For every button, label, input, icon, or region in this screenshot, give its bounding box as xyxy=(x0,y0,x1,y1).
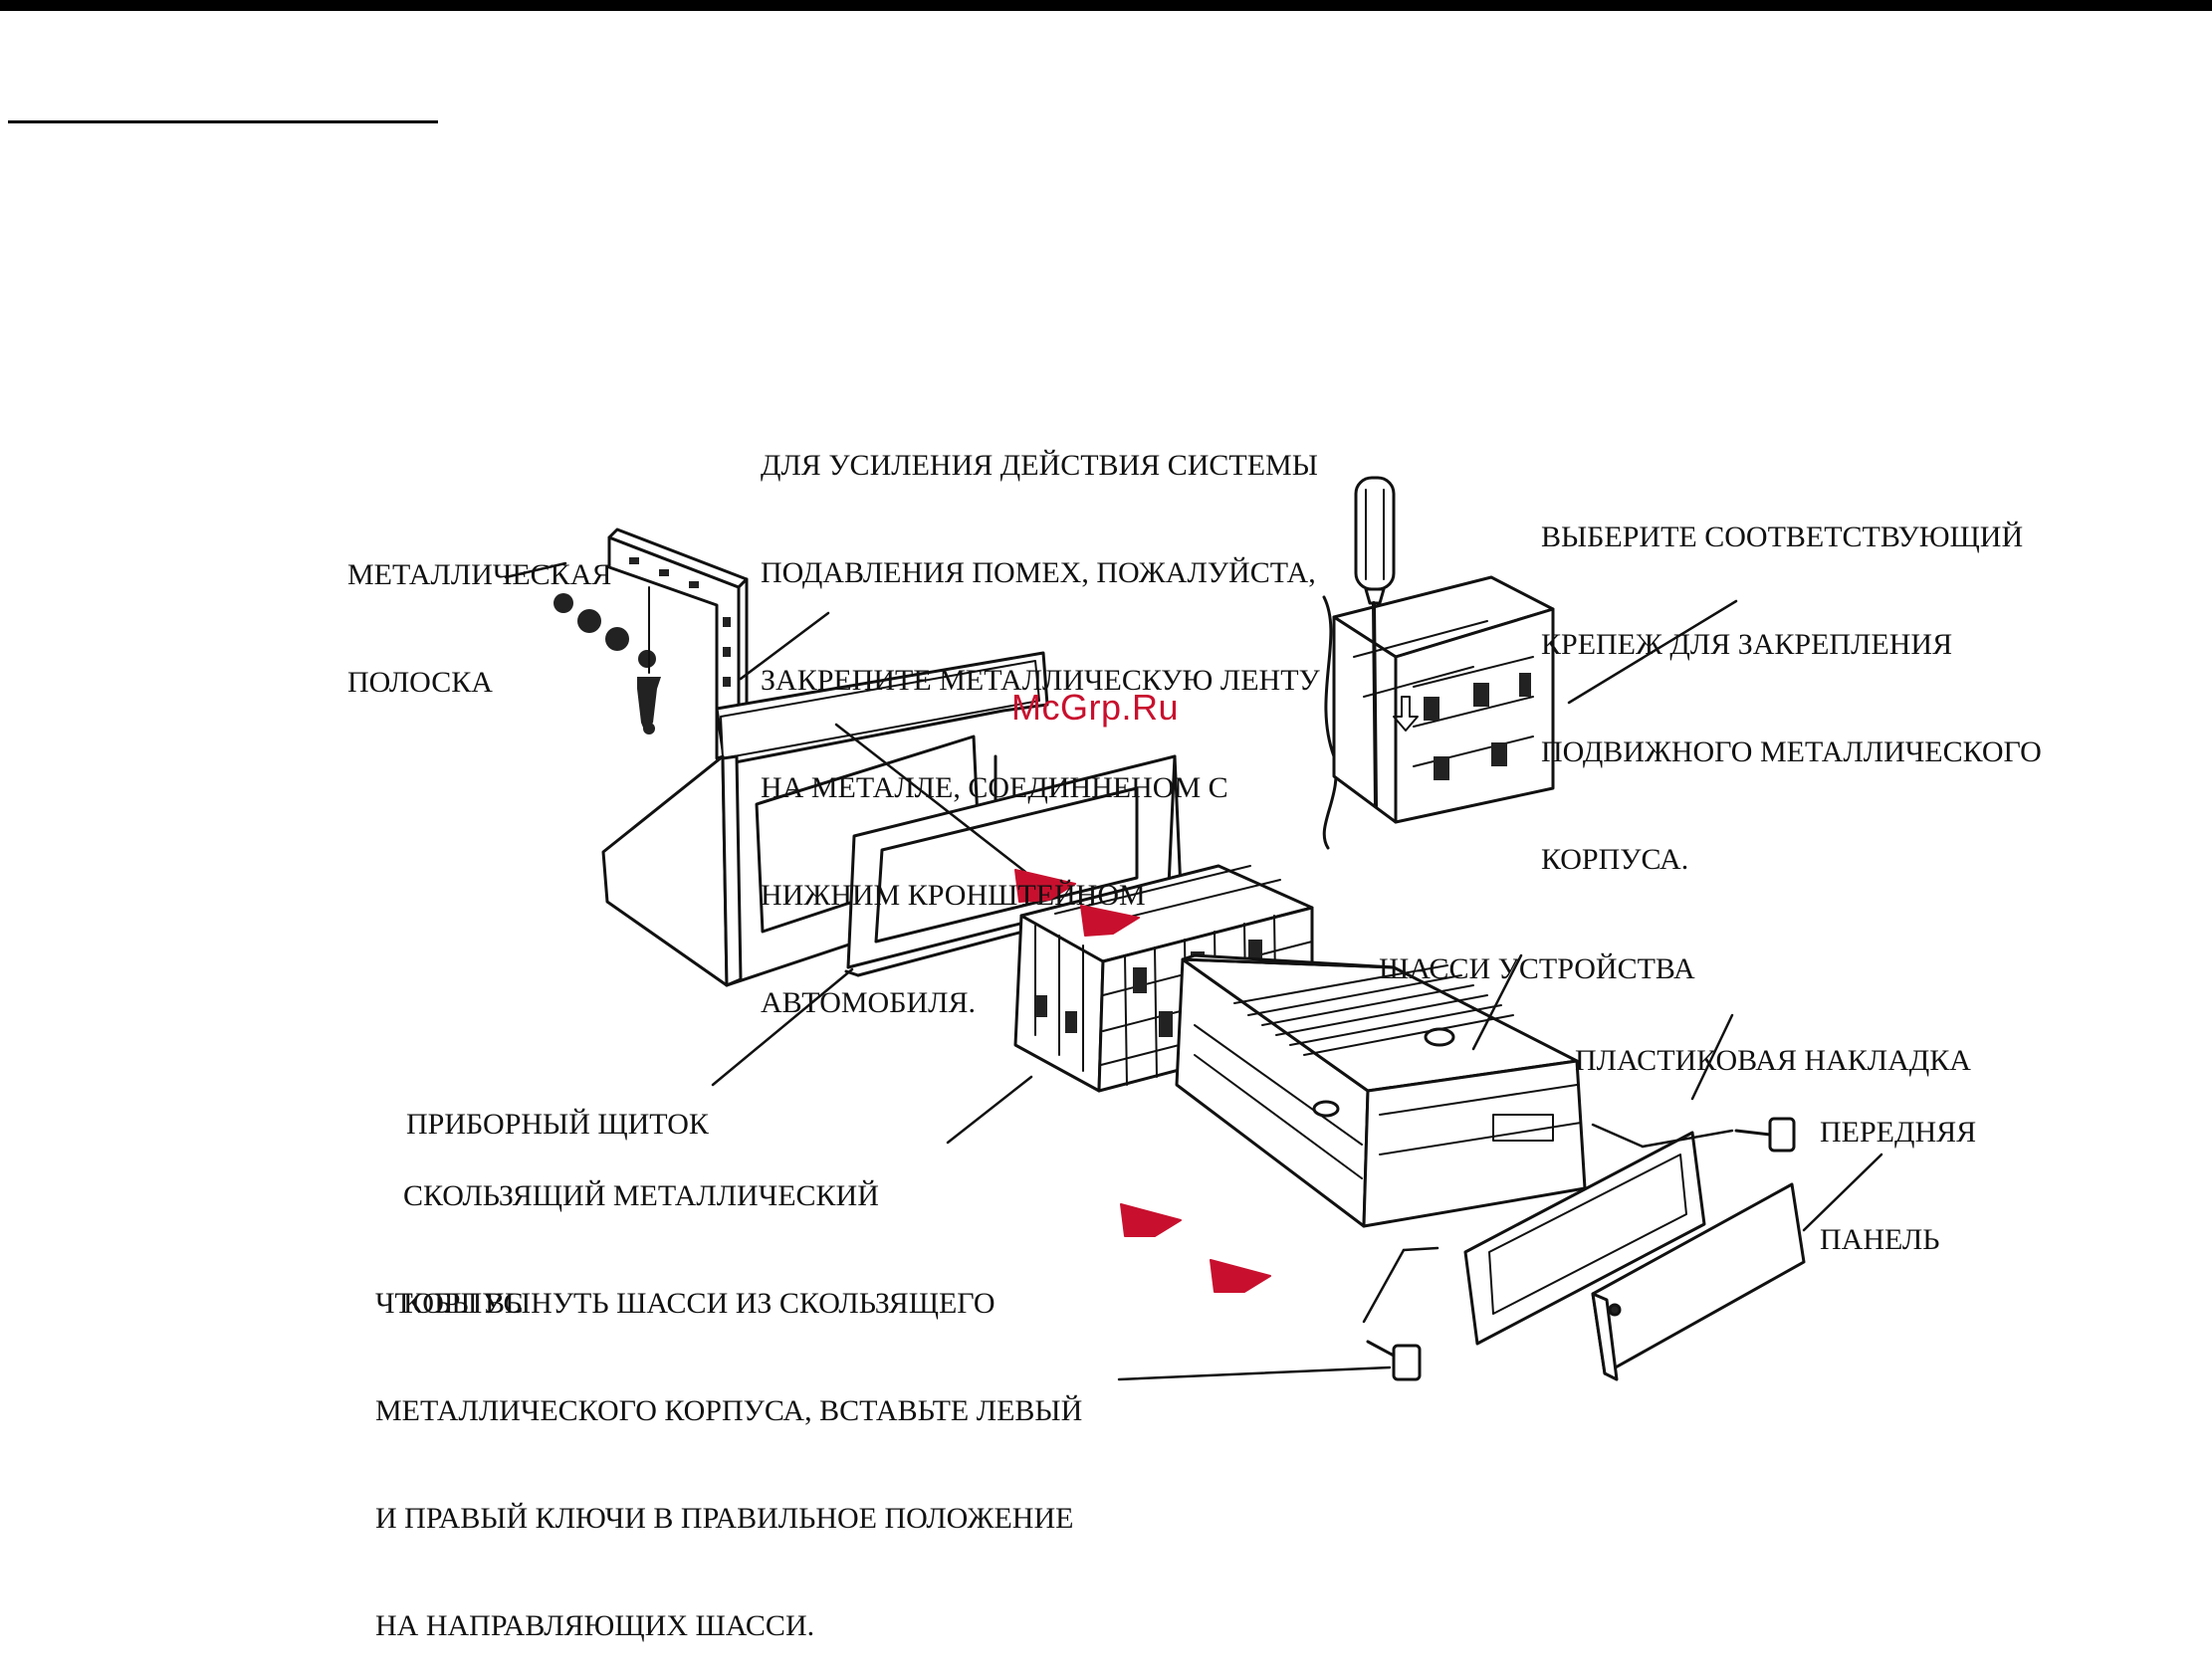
interference-note-line: НА МЕТАЛЛЕ, СОЕДИННЕНОМ С xyxy=(761,771,1228,804)
interference-note-line: ПОДАВЛЕНИЯ ПОМЕХ, ПОЖАЛУЙСТА, xyxy=(761,556,1316,589)
sliding-case-label-line: КОРПУС xyxy=(403,1287,524,1320)
interference-note-line: НИЖНИМ КРОНШТЕЙНОМ xyxy=(761,879,1146,912)
removal-note-line: ЧТОБЫ ВЫНУТЬ ШАССИ ИЗ СКОЛЬЗЯЩЕГО xyxy=(375,1287,995,1320)
front-panel-label-line: ПЕРЕДНЯЯ xyxy=(1820,1116,1977,1149)
front-panel-label: ПЕРЕДНЯЯ ПАНЕЛЬ xyxy=(1820,1043,1976,1294)
dashboard-label-text: ПРИБОРНЫЙ ЩИТОК xyxy=(406,1108,709,1141)
watermark: McGrp.Ru xyxy=(1011,687,1180,728)
chassis-drawing xyxy=(1175,953,1587,1228)
interference-note-line: ДЛЯ УСИЛЕНИЯ ДЕЙСТВИЯ СИСТЕМЫ xyxy=(761,449,1318,482)
screws-drawing xyxy=(553,593,661,735)
insertion-arrows xyxy=(1014,869,1271,1293)
fastener-note-line: КРЕПЕЖ ДЛЯ ЗАКРЕПЛЕНИЯ xyxy=(1541,628,1953,661)
metal-strip-label-line: МЕТАЛЛИЧЕСКАЯ xyxy=(347,558,612,591)
interference-note: ДЛЯ УСИЛЕНИЯ ДЕЙСТВИЯ СИСТЕМЫ ПОДАВЛЕНИЯ… xyxy=(761,376,1320,1057)
removal-note-line: НА НАПРАВЛЯЮЩИХ ШАССИ. xyxy=(375,1609,815,1642)
metal-strip-label-line: ПОЛОСКА xyxy=(347,666,493,699)
fastener-note: ВЫБЕРИТЕ СООТВЕТСТВУЮЩИЙ КРЕПЕЖ ДЛЯ ЗАКР… xyxy=(1541,448,2042,914)
chassis-label: ШАССИ УСТРОЙСТВА xyxy=(1379,880,1695,1023)
front-panel-drawing xyxy=(1591,1182,1806,1381)
leader-lines xyxy=(711,599,1883,1381)
fastener-note-line: КОРПУСА. xyxy=(1541,843,1689,876)
plastic-trim-label: ПЛАСТИКОВАЯ НАКЛАДКА xyxy=(1575,971,1971,1115)
removal-note-line: И ПРАВЫЙ КЛЮЧИ В ПРАВИЛЬНОЕ ПОЛОЖЕНИЕ xyxy=(375,1502,1074,1535)
plastic-trim-label-text: ПЛАСТИКОВАЯ НАКЛАДКА xyxy=(1575,1044,1971,1077)
removal-note: ЧТОБЫ ВЫНУТЬ ШАССИ ИЗ СКОЛЬЗЯЩЕГО МЕТАЛЛ… xyxy=(375,1214,1082,1680)
header-rule xyxy=(8,120,438,123)
sliding-case-label: СКОЛЬЗЯЩИЙ МЕТАЛЛИЧЕСКИЙ КОРПУС xyxy=(403,1107,879,1358)
keys-drawing xyxy=(1366,1117,1796,1381)
plastic-trim-drawing xyxy=(1463,1131,1706,1346)
chassis-label-text: ШАССИ УСТРОЙСТВА xyxy=(1379,952,1695,985)
sliding-case-label-line: СКОЛЬЗЯЩИЙ МЕТАЛЛИЧЕСКИЙ xyxy=(403,1179,879,1212)
installation-diagram xyxy=(504,476,1883,1381)
removal-note-line: МЕТАЛЛИЧЕСКОГО КОРПУСА, ВСТАВЬТЕ ЛЕВЫЙ xyxy=(375,1394,1083,1427)
front-panel-label-line: ПАНЕЛЬ xyxy=(1820,1223,1940,1256)
interference-note-line: ЗАКРЕПИТЕ МЕТАЛЛИЧЕСКУЮ ЛЕНТУ xyxy=(761,664,1320,697)
screwdriver-bracket-drawing xyxy=(1322,476,1555,850)
metal-strip-label: МЕТАЛЛИЧЕСКАЯ ПОЛОСКА xyxy=(347,486,611,736)
fastener-note-line: ВЫБЕРИТЕ СООТВЕТСТВУЮЩИЙ xyxy=(1541,521,2024,553)
interference-note-line: АВТОМОБИЛЯ. xyxy=(761,986,976,1019)
top-border-bar xyxy=(0,0,2212,11)
dashboard-label: ПРИБОРНЫЙ ЩИТОК xyxy=(406,1035,709,1178)
fastener-note-line: ПОДВИЖНОГО МЕТАЛЛИЧЕСКОГО xyxy=(1541,735,2042,768)
